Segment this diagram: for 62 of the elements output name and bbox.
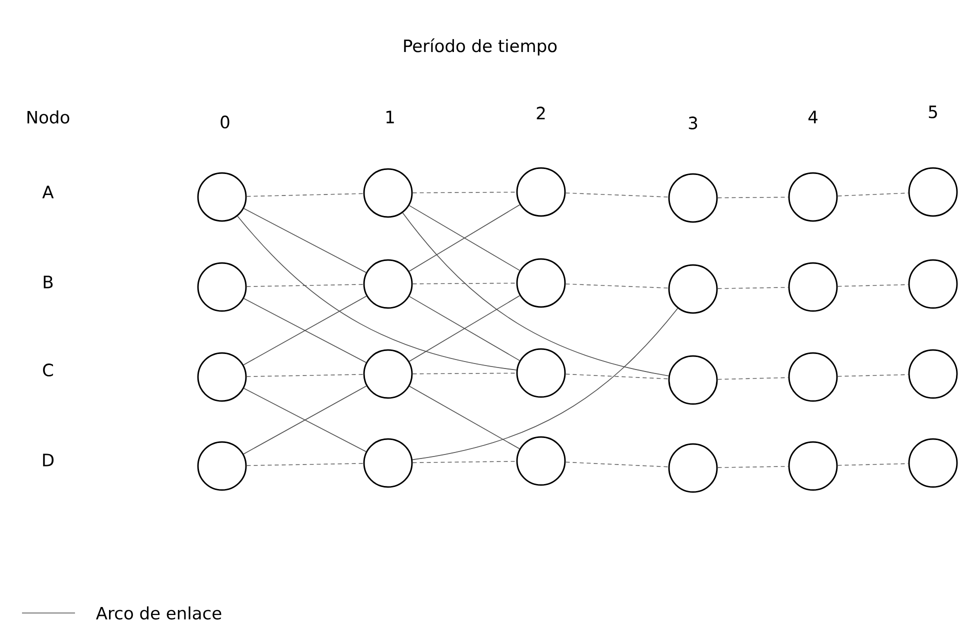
row-letter: D	[43, 454, 54, 466]
node-circle	[363, 349, 413, 399]
row-letter: B	[44, 276, 53, 288]
dashed-link	[246, 374, 364, 377]
column-number: 1	[386, 110, 394, 124]
node-circle	[516, 258, 566, 308]
node-circle	[908, 349, 958, 399]
node-circle	[788, 262, 838, 312]
dashed-link	[565, 192, 669, 198]
node-circle	[516, 436, 566, 486]
column-number: 0	[220, 116, 230, 128]
dashed-link	[246, 463, 364, 466]
node-circle	[197, 262, 247, 312]
dashed-link	[837, 374, 909, 377]
dashed-link	[837, 192, 909, 196]
row-header: Nodo	[28, 110, 70, 124]
dashed-link	[412, 372, 517, 374]
column-number: 2	[536, 106, 545, 120]
link-arc	[237, 216, 517, 370]
node-circle	[516, 167, 566, 217]
dashed-link	[717, 466, 789, 468]
dashed-link	[837, 463, 909, 466]
dashed-link	[717, 287, 789, 289]
dashed-link	[717, 196, 789, 198]
node-circle	[788, 352, 838, 402]
node-circle	[668, 355, 718, 405]
link-arc	[244, 208, 366, 273]
node-circle	[516, 348, 566, 398]
dashed-link	[412, 192, 517, 194]
dashed-link	[246, 284, 364, 287]
node-circle	[668, 443, 718, 493]
node-circle	[197, 172, 247, 222]
dashed-link	[412, 282, 517, 284]
column-number: 3	[688, 116, 698, 130]
dashed-link	[412, 460, 517, 464]
axis-title: Período de tiempo	[404, 38, 557, 56]
node-circle	[788, 441, 838, 491]
node-circle	[363, 168, 413, 218]
row-letter: A	[42, 186, 54, 198]
dashed-link	[246, 193, 364, 197]
row-letter: C	[43, 364, 54, 376]
link-arc	[409, 386, 520, 450]
link-arc	[402, 212, 669, 376]
node-circle	[908, 438, 958, 488]
node-circle	[788, 172, 838, 222]
column-number: 5	[928, 106, 937, 118]
dashed-link	[837, 284, 909, 287]
dashed-link	[565, 284, 669, 288]
node-circle	[908, 259, 958, 309]
node-circle	[668, 264, 718, 314]
node-circle	[363, 438, 413, 488]
legend-text: Arco de enlace	[96, 606, 222, 620]
node-circle	[197, 352, 247, 402]
dashed-link	[565, 462, 669, 468]
link-arc	[412, 308, 678, 460]
column-number: 4	[808, 110, 818, 124]
node-circle	[197, 441, 247, 491]
node-circle	[668, 173, 718, 223]
node-circle	[908, 167, 958, 217]
dashed-link	[565, 374, 669, 380]
dashed-link	[717, 377, 789, 380]
node-circle	[363, 259, 413, 309]
